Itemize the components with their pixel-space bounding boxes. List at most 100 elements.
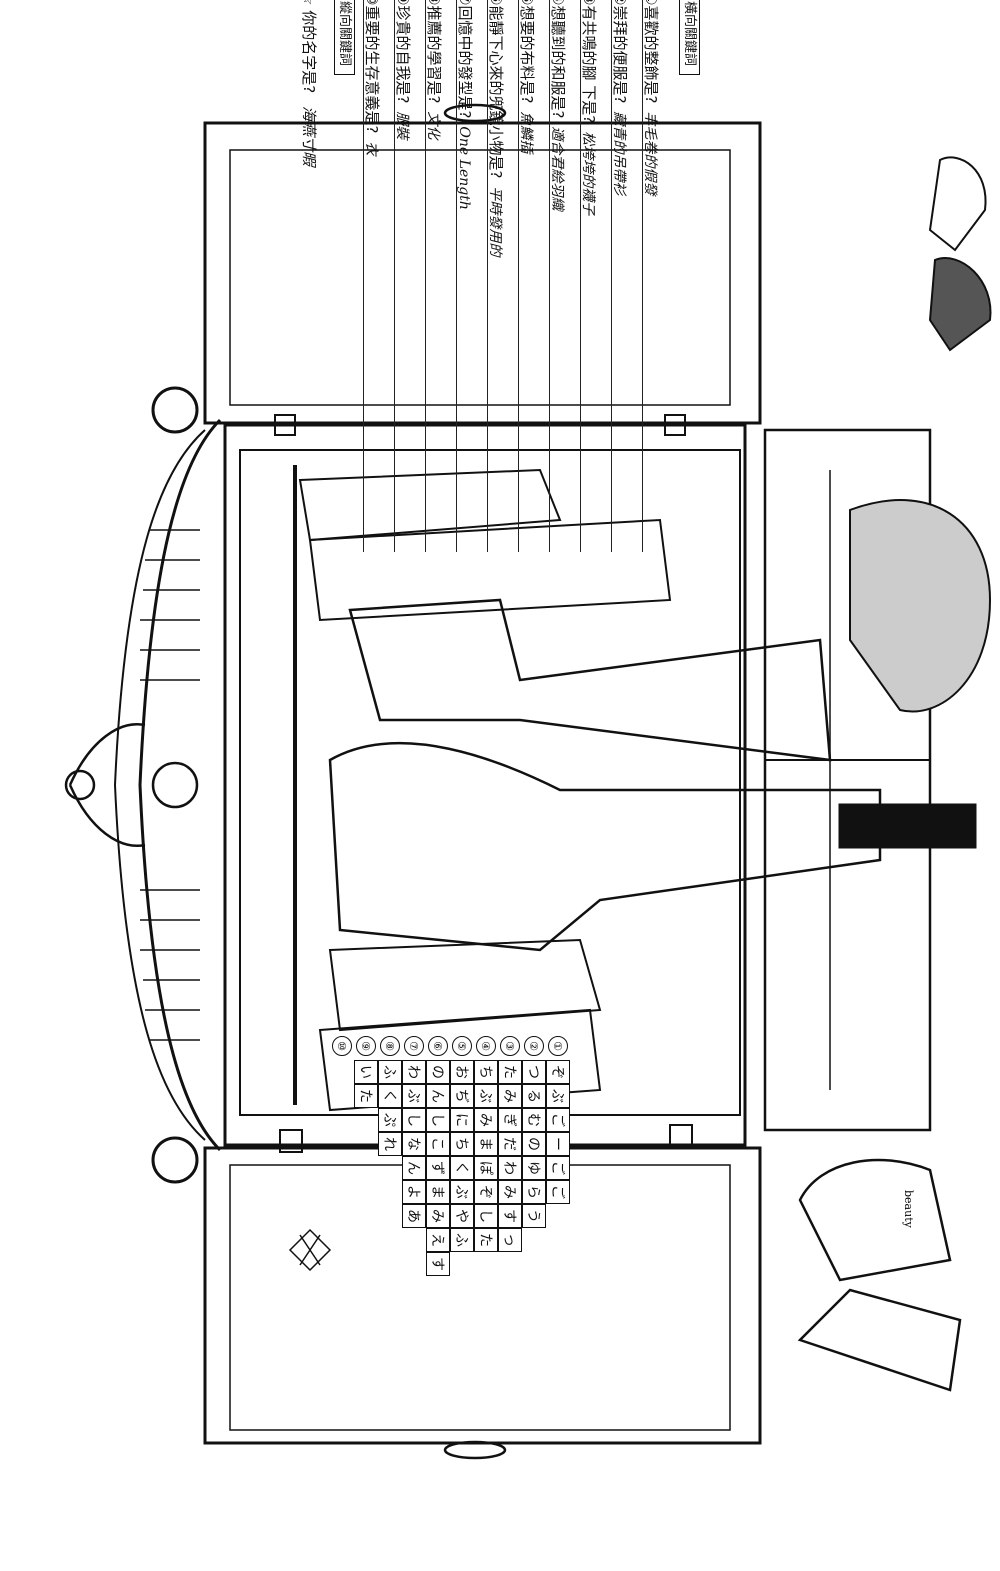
clue-answer: 藏青的吊帶衫	[611, 111, 627, 196]
hanging-garment	[318, 1008, 602, 1112]
drawer-cabinet	[763, 428, 932, 1132]
grid-cell: ぞ	[546, 1060, 570, 1084]
grid-number: ③	[500, 1036, 520, 1056]
grid-cell: み	[474, 1108, 498, 1132]
grid-cell: や	[450, 1204, 474, 1228]
grid-cell: に	[450, 1108, 474, 1132]
scroll-ornament-bottom	[151, 1136, 199, 1184]
grid-cell: え	[426, 1228, 450, 1252]
clue-row: ⑤想要的布料是?魚鱗插	[518, 0, 547, 552]
grid-number: ④	[476, 1036, 496, 1056]
hat	[797, 1288, 962, 1392]
clue-row: ⑩重要的生存意義是? 衣	[363, 0, 392, 552]
clue-row: ⑧推薦的學習是? 文化	[425, 0, 454, 552]
crown-molding	[138, 418, 222, 1152]
grid-cell: た	[474, 1228, 498, 1252]
grid-cell: ま	[474, 1132, 498, 1156]
hanging-garment	[328, 938, 602, 1032]
clue-row: ①喜歡的整飾是? 丰毛卷的假發	[642, 0, 671, 552]
grid-cell: す	[426, 1252, 450, 1276]
grid-cell: よ	[402, 1180, 426, 1204]
grid-cell: の	[426, 1060, 450, 1084]
clue-question: ⑧推薦的學習是?	[425, 0, 443, 104]
clue-row: ③有共鳴的腳 下是?松垮垮的襪子	[580, 0, 609, 552]
top-door-panel	[203, 121, 762, 425]
grid-cell: し	[426, 1108, 450, 1132]
grid-cell: ぢ	[450, 1084, 474, 1108]
scroll-ornament-top	[151, 386, 199, 434]
down-header: 縱向關鍵詞	[334, 0, 355, 76]
grid-cell: ず	[426, 1156, 450, 1180]
clue-question: ⑩重要的生存意義是?	[363, 0, 381, 134]
clue-answer: 文化	[425, 111, 441, 140]
grid-cell: い	[354, 1060, 378, 1084]
clue-answer: One Length	[456, 126, 472, 210]
clue-question: ①喜歡的整飾是?	[642, 0, 660, 104]
clue-question: ④想聽到的和服是?	[549, 0, 567, 119]
clue-row: ②崇拜的便服是?藏青的吊帶衫	[611, 0, 640, 552]
grid-cell: む	[522, 1108, 546, 1132]
grid-cell: っ	[498, 1228, 522, 1252]
grid-cell: ち	[450, 1132, 474, 1156]
grid-cell: な	[402, 1132, 426, 1156]
character-figure	[328, 741, 882, 952]
grid-cell: み	[498, 1180, 522, 1204]
grid-cell: ん	[402, 1156, 426, 1180]
clue-answer: 平時發用的	[487, 186, 503, 257]
grid-number: ⑩	[332, 1036, 352, 1056]
grid-cell: ぶ	[474, 1084, 498, 1108]
grid-cell: の	[522, 1132, 546, 1156]
grid-number: ⑨	[356, 1036, 376, 1056]
clue-answer: 魚鱗插	[518, 111, 534, 154]
grid-number: ⑥	[428, 1036, 448, 1056]
clue-answer: 適合君絵羽織	[549, 126, 565, 211]
grid-cell: ぞ	[474, 1180, 498, 1204]
grid-cell: ご	[546, 1180, 570, 1204]
grid-cell: お	[450, 1060, 474, 1084]
grid-cell: ぎ	[498, 1108, 522, 1132]
grid-cell: ー	[546, 1132, 570, 1156]
grid-cell: く	[450, 1156, 474, 1180]
crossword-grid: ぞぶごーごごつるむのゆらうたみぎだわみすっちぶみまぽぞしたおぢにちくぶやふのんし…	[330, 1030, 590, 1550]
grid-cell: た	[354, 1084, 378, 1108]
grid-cell: れ	[378, 1132, 402, 1156]
name-question-row: ☆ 你的名字是? 海燕寸暇	[300, 0, 318, 552]
grid-cell: ん	[426, 1084, 450, 1108]
grid-cell: ふ	[450, 1228, 474, 1252]
grid-cell: だ	[498, 1132, 522, 1156]
clue-answer: 松垮垮的襪子	[580, 131, 596, 216]
grid-cell: ぷ	[378, 1108, 402, 1132]
star-symbol-icon	[288, 1228, 332, 1272]
grid-cell: し	[402, 1108, 426, 1132]
grid-number: ②	[524, 1036, 544, 1056]
grid-cell: こ	[426, 1132, 450, 1156]
grid-cell: ぽ	[474, 1156, 498, 1180]
name-question: ☆ 你的名字是?	[300, 0, 318, 94]
flower-emblem-icon	[151, 761, 199, 809]
shoe	[928, 156, 987, 252]
clue-question: ⑦回憶中的發型是?	[456, 0, 474, 119]
grid-number: ①	[548, 1036, 568, 1056]
hat-box-tag: beauty	[902, 1190, 915, 1229]
across-header: 橫向關鍵詞	[679, 0, 700, 76]
boot	[838, 803, 977, 849]
hat-box	[798, 1158, 952, 1282]
grid-cell: わ	[402, 1060, 426, 1084]
grid-number: ⑦	[404, 1036, 424, 1056]
clue-answer: 衣	[363, 141, 379, 156]
clue-row: ⑥能靜下心來的兜鏡小物是?平時發用的	[487, 0, 516, 552]
clue-answer: 服裝	[394, 111, 410, 140]
grid-cell: ご	[546, 1108, 570, 1132]
name-answer: 海燕寸暇	[300, 105, 318, 166]
grid-cell: う	[522, 1204, 546, 1228]
clue-answer: 丰毛卷的假發	[642, 111, 658, 196]
clue-row: ⑨珍貴的自我是? 服裝	[394, 0, 423, 552]
grid-cell: す	[498, 1204, 522, 1228]
hanging-garment	[308, 518, 672, 622]
grid-cell: ふ	[378, 1060, 402, 1084]
clue-question: ⑨珍貴的自我是?	[394, 0, 412, 104]
